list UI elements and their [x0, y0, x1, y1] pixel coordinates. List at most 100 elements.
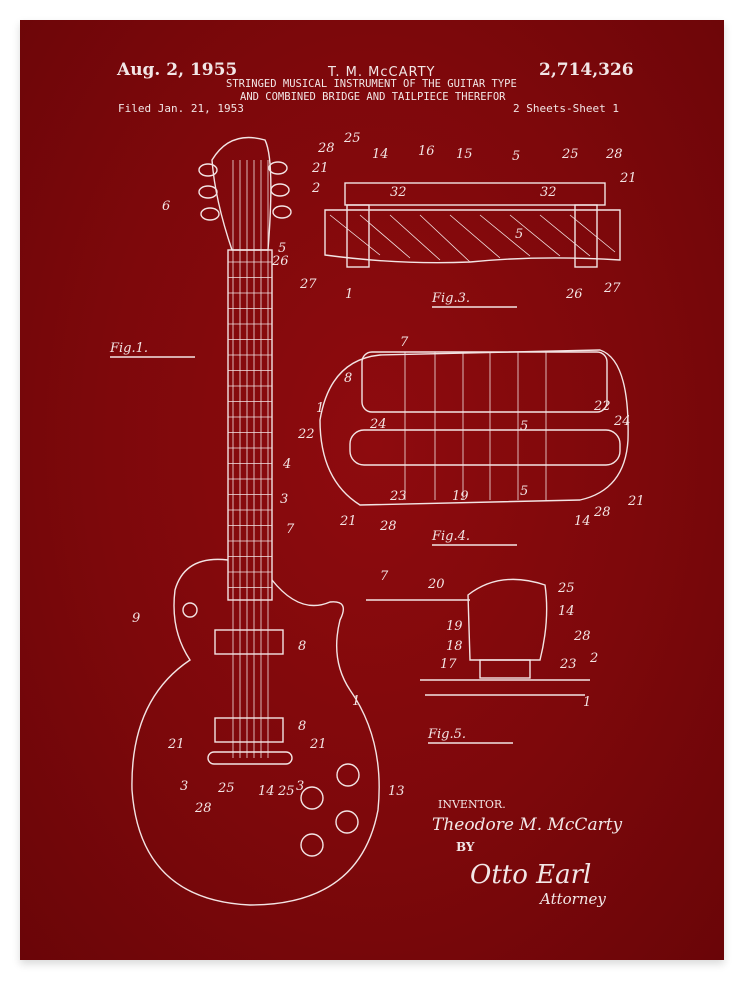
reference-numeral: 21 [309, 737, 327, 752]
inventor-signature: Theodore M. McCarty [432, 815, 623, 835]
reference-numeral: 21 [627, 494, 645, 509]
guitar-body [131, 558, 380, 906]
reference-numeral: 14 [574, 514, 591, 529]
reference-numeral: 13 [388, 784, 405, 799]
tuner-peg [198, 185, 218, 199]
headstock [211, 136, 272, 251]
knob [335, 810, 359, 834]
tuner-peg [198, 163, 218, 177]
patent-title-line-1: STRINGED MUSICAL INSTRUMENT OF THE GUITA… [226, 78, 517, 90]
reference-numeral: 28 [605, 147, 623, 162]
toggle-switch [182, 602, 198, 618]
neck [227, 249, 273, 601]
patent-poster: Aug. 2, 1955 T. M. McCARTY 2,714,326 STR… [20, 20, 724, 960]
guitar-figure-1 [131, 136, 380, 906]
knob [336, 763, 360, 787]
reference-numeral: 16 [418, 144, 435, 159]
tuner-peg [272, 205, 292, 219]
by-label: BY [456, 840, 475, 854]
reference-numeral: 8 [298, 719, 306, 734]
reference-numeral: 19 [452, 489, 469, 504]
attorney-label: Attorney [540, 890, 606, 908]
reference-numeral: 28 [194, 801, 212, 816]
tuner-peg [200, 207, 220, 221]
reference-numeral: 3 [296, 779, 304, 794]
bridge-pickup [214, 717, 284, 743]
reference-numeral: 32 [540, 185, 557, 200]
neck-pickup [214, 629, 284, 655]
reference-numeral: 7 [286, 522, 295, 537]
reference-numeral: 21 [619, 171, 637, 186]
reference-numeral: 21 [339, 514, 357, 529]
reference-numeral: 24 [369, 417, 387, 432]
reference-numeral: 24 [613, 414, 631, 429]
reference-numeral: 25 [217, 781, 235, 796]
reference-numeral: 26 [565, 287, 583, 302]
figure-label-fig4: Fig.4. [431, 529, 470, 544]
attorney-signature: Otto Earl [470, 860, 592, 890]
reference-numeral: 15 [456, 147, 473, 162]
reference-numeral: 32 [390, 185, 407, 200]
reference-numeral: 2 [589, 651, 598, 666]
knob [300, 833, 324, 857]
patent-date: Aug. 2, 1955 [117, 60, 238, 80]
reference-numeral: 14 [558, 604, 575, 619]
reference-numeral: 23 [389, 489, 407, 504]
reference-numeral: 20 [427, 577, 445, 592]
bridge-figure-3 [324, 182, 621, 268]
tuner-peg [270, 183, 290, 197]
reference-numeral: 28 [317, 141, 335, 156]
reference-numeral: 5 [520, 484, 528, 499]
reference-numeral: 3 [280, 492, 288, 507]
figure-label-fig3: Fig.3. [431, 291, 470, 306]
figure-label-fig5: Fig.5. [427, 727, 466, 742]
knob [300, 786, 324, 810]
reference-numeral: 25 [557, 581, 575, 596]
reference-numeral: 3 [180, 779, 188, 794]
reference-numeral: 7 [380, 569, 389, 584]
reference-numeral: 25 [277, 784, 295, 799]
reference-numeral: 28 [573, 629, 591, 644]
reference-numeral: 5 [515, 227, 523, 242]
reference-numeral: 21 [311, 161, 329, 176]
bridge [207, 751, 293, 765]
reference-numeral: 21 [167, 737, 185, 752]
reference-numeral: 2 [311, 181, 320, 196]
reference-numeral: 5 [278, 241, 286, 256]
reference-numeral: 18 [446, 639, 463, 654]
figure-label-fig1: Fig.1. [109, 341, 148, 356]
patent-number: 2,714,326 [539, 60, 634, 80]
reference-numeral: 8 [344, 371, 352, 386]
reference-numeral: 19 [446, 619, 463, 634]
reference-numeral: 8 [298, 639, 306, 654]
patent-title-line-2: AND COMBINED BRIDGE AND TAILPIECE THEREF… [240, 91, 506, 103]
reference-numeral: 1 [345, 287, 353, 302]
reference-numeral: 1 [583, 695, 591, 710]
reference-numeral: 5 [512, 149, 520, 164]
reference-numeral: 9 [132, 611, 140, 626]
reference-numeral: 17 [440, 657, 457, 672]
reference-numeral: 22 [593, 399, 611, 414]
reference-numeral: 1 [352, 694, 360, 709]
reference-numeral: 26 [271, 254, 289, 269]
bridge-figure-4 [319, 349, 629, 506]
reference-numeral: 5 [520, 419, 528, 434]
inventor-name: T. M. McCARTY [328, 65, 436, 80]
reference-numeral: 1 [316, 401, 324, 416]
reference-numeral: 7 [400, 335, 409, 350]
reference-numeral: 23 [559, 657, 577, 672]
reference-numeral: 25 [561, 147, 579, 162]
filed-date: Filed Jan. 21, 1953 [118, 102, 244, 115]
reference-numeral: 4 [282, 457, 291, 472]
reference-numeral: 25 [343, 131, 361, 146]
reference-numeral: 14 [372, 147, 389, 162]
reference-numeral: 6 [162, 199, 170, 214]
inventor-label: INVENTOR. [438, 798, 506, 811]
tuner-peg [268, 161, 288, 175]
reference-numeral: 14 [258, 784, 275, 799]
reference-numeral: 28 [593, 505, 611, 520]
reference-numeral: 28 [379, 519, 397, 534]
reference-numeral: 27 [603, 281, 621, 296]
reference-numeral: 22 [297, 427, 315, 442]
